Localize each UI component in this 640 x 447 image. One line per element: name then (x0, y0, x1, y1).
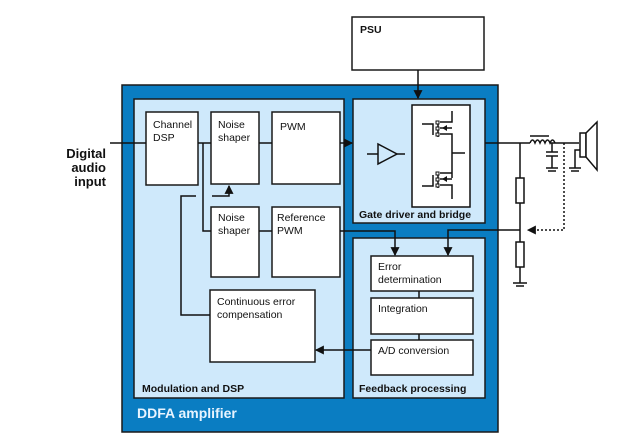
digital-audio-input-label: Digital audio input (66, 146, 106, 189)
svg-text:determination: determination (378, 274, 442, 286)
signal-wires (110, 70, 520, 355)
svg-text:Reference: Reference (277, 212, 326, 224)
channel-dsp-block: Channel DSP (145, 111, 199, 186)
svg-text:PWM: PWM (277, 225, 303, 237)
svg-text:input: input (74, 174, 106, 189)
svg-text:Error: Error (378, 261, 402, 273)
speaker-icon (569, 120, 598, 173)
ddfa-amplifier-label: DDFA amplifier (137, 405, 237, 421)
gate-driver-label: Gate driver and bridge (359, 209, 471, 221)
svg-text:Continuous error: Continuous error (217, 296, 296, 308)
svg-text:audio: audio (71, 160, 106, 175)
svg-text:Noise: Noise (218, 212, 245, 224)
integration-block: Integration (370, 297, 474, 335)
psu-label: PSU (360, 24, 382, 36)
sense-line (526, 143, 565, 235)
svg-text:Noise: Noise (218, 119, 245, 131)
noise-shaper-block-1: Noise shaper (210, 111, 260, 185)
error-compensation-block: Continuous error compensation (209, 289, 316, 363)
psu-block: PSU (351, 16, 485, 71)
feedback-panel-label: Feedback processing (359, 383, 466, 395)
noise-shaper-block-2: Noise shaper (210, 206, 260, 278)
resistor-icon (515, 241, 525, 268)
svg-text:Channel: Channel (153, 119, 192, 131)
ad-conversion-block: A/D conversion (370, 339, 474, 376)
pwm-block: PWM (271, 111, 341, 185)
buffer-amplifier-icon (367, 142, 405, 166)
svg-text:A/D conversion: A/D conversion (378, 345, 449, 357)
svg-text:shaper: shaper (218, 225, 251, 237)
svg-text:Digital: Digital (66, 146, 106, 161)
mosfet-bridge-icon (411, 104, 471, 208)
svg-text:compensation: compensation (217, 309, 283, 321)
resistor-icon (515, 177, 525, 204)
gate-driver-internals (367, 104, 471, 208)
reference-pwm-block: Reference PWM (271, 206, 341, 278)
svg-text:Integration: Integration (378, 303, 428, 315)
svg-text:PWM: PWM (280, 121, 306, 133)
svg-text:shaper: shaper (218, 132, 251, 144)
svg-text:DSP: DSP (153, 132, 175, 144)
ground-icon (513, 282, 527, 287)
output-circuit (485, 120, 598, 287)
error-determination-block: Error determination (370, 255, 474, 292)
modulation-panel-label: Modulation and DSP (142, 383, 244, 395)
inductor-icon (529, 135, 556, 145)
capacitor-icon (546, 143, 558, 172)
